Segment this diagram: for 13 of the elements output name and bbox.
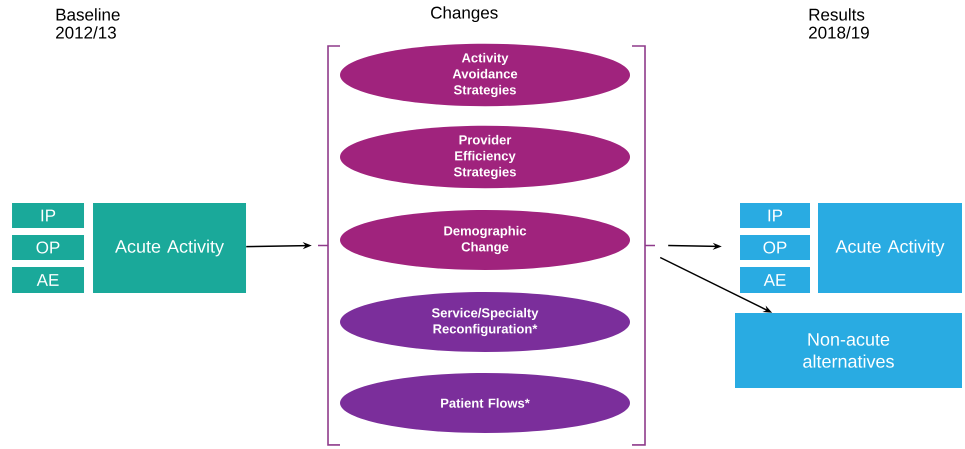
process-box: AE [740, 266, 810, 293]
process-box: IP [740, 202, 810, 228]
process-box: OP [740, 235, 810, 260]
process-box: OP [12, 235, 84, 260]
bracket [317, 45, 656, 446]
process-box: Acute Activity [93, 202, 246, 293]
column-heading: Results 2018/19 [809, 8, 869, 39]
process-box: Non-acute alternatives [735, 313, 962, 388]
column-heading: Changes [431, 6, 498, 22]
process-box: IP [12, 202, 84, 228]
process-box: AE [12, 266, 84, 293]
process-box: Acute Activity [818, 202, 962, 293]
column-heading: Baseline 2012/13 [56, 8, 120, 39]
